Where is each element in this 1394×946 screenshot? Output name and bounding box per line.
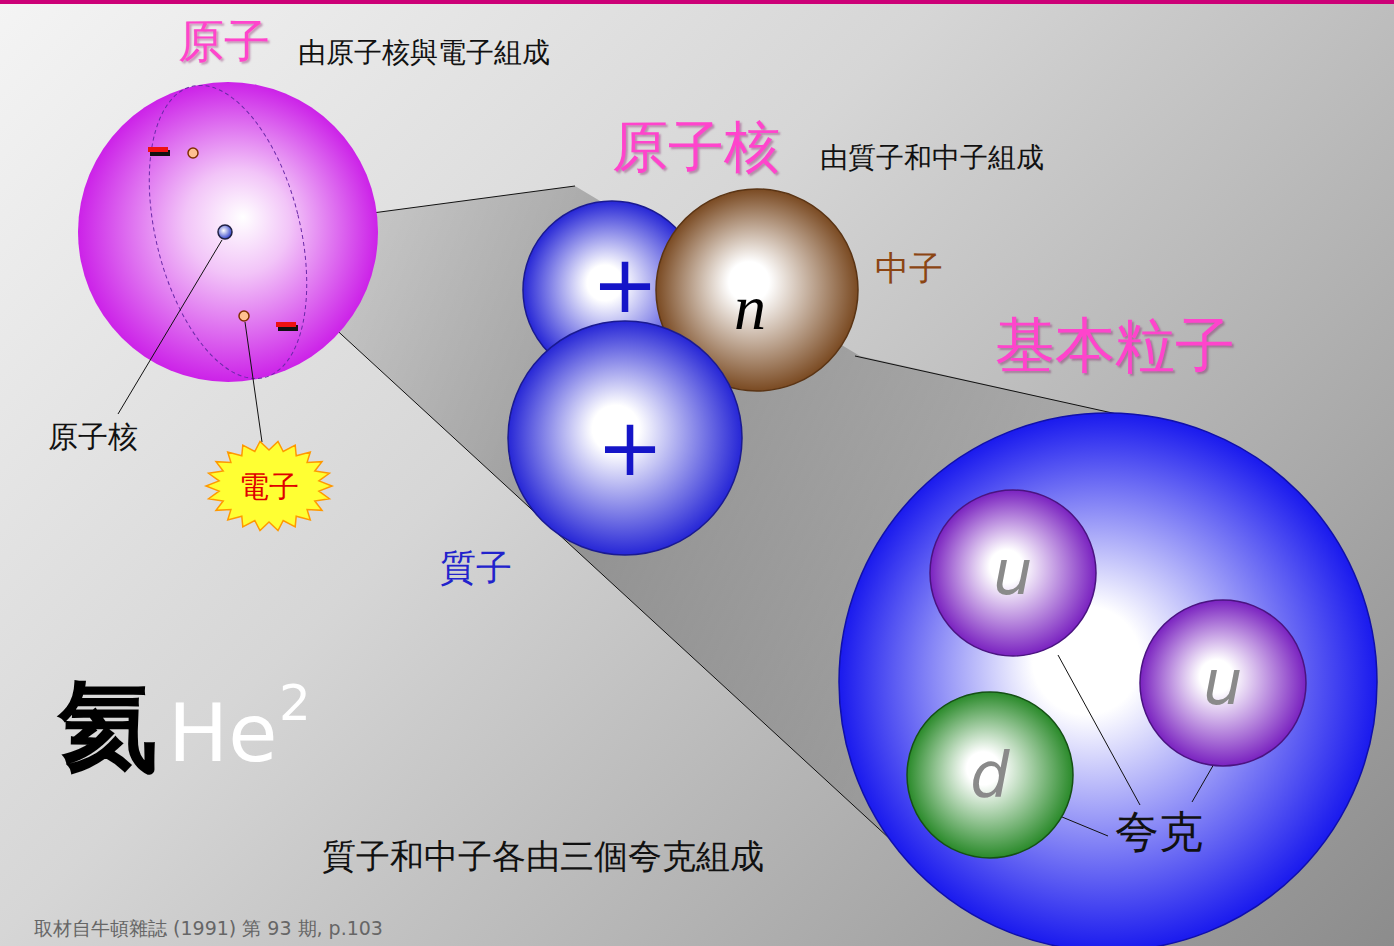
section-heading: 原子核 bbox=[612, 116, 780, 178]
zoom-heading: 基本粒子 bbox=[995, 312, 1235, 378]
source-caption: 取材自牛頓雜誌 (1991) 第 93 期, p.103 bbox=[34, 918, 383, 939]
quark-symbol: u bbox=[993, 539, 1032, 607]
quark-symbol: u bbox=[1203, 649, 1242, 717]
part-name: 原子核 bbox=[48, 420, 138, 453]
proton-sphere: + bbox=[507, 320, 743, 556]
part-name: 質子 bbox=[440, 548, 512, 588]
leader-line bbox=[118, 240, 222, 414]
section-heading: 原子 bbox=[178, 16, 270, 67]
electron-dot bbox=[239, 311, 249, 321]
leader-line bbox=[245, 322, 262, 442]
charge-sign: + bbox=[591, 241, 658, 329]
electron-dot bbox=[188, 148, 198, 158]
electron-burst: 電子 bbox=[205, 440, 333, 532]
atom-sphere bbox=[78, 82, 378, 382]
note: 質子和中子各由三個夸克組成 bbox=[322, 838, 764, 875]
quark-sphere: u bbox=[929, 489, 1097, 657]
description: 由原子核與電子組成 bbox=[298, 38, 550, 69]
quark-sphere-outline bbox=[907, 692, 1073, 858]
proton-large: 基本粒子uud bbox=[838, 412, 1378, 946]
charge-sign: + bbox=[596, 404, 663, 492]
description: 由質子和中子組成 bbox=[820, 143, 1044, 174]
quark-sphere-outline bbox=[930, 490, 1096, 656]
electron-label: 電子 bbox=[239, 470, 299, 503]
minus-sign bbox=[148, 147, 168, 152]
quark-sphere: u bbox=[1139, 599, 1307, 767]
element-name: 氦 bbox=[58, 670, 158, 780]
element-symbol: He bbox=[168, 690, 277, 778]
atomic-number: 2 bbox=[279, 676, 311, 731]
atom-nucleus bbox=[218, 225, 232, 239]
top-bar bbox=[0, 0, 1394, 4]
proton-sphere-outline bbox=[508, 321, 742, 555]
quark-symbol: d bbox=[970, 741, 1009, 809]
neutron-symbol: n bbox=[734, 273, 766, 343]
quark-sphere-outline bbox=[1140, 600, 1306, 766]
electron-orbit bbox=[122, 69, 334, 395]
proton-large-outline bbox=[839, 413, 1377, 946]
part-name: 夸克 bbox=[1115, 808, 1203, 856]
minus-sign bbox=[276, 322, 296, 327]
quark-sphere: d bbox=[906, 691, 1074, 859]
electron-burst-outline bbox=[206, 442, 332, 531]
part-name: 中子 bbox=[875, 250, 943, 287]
